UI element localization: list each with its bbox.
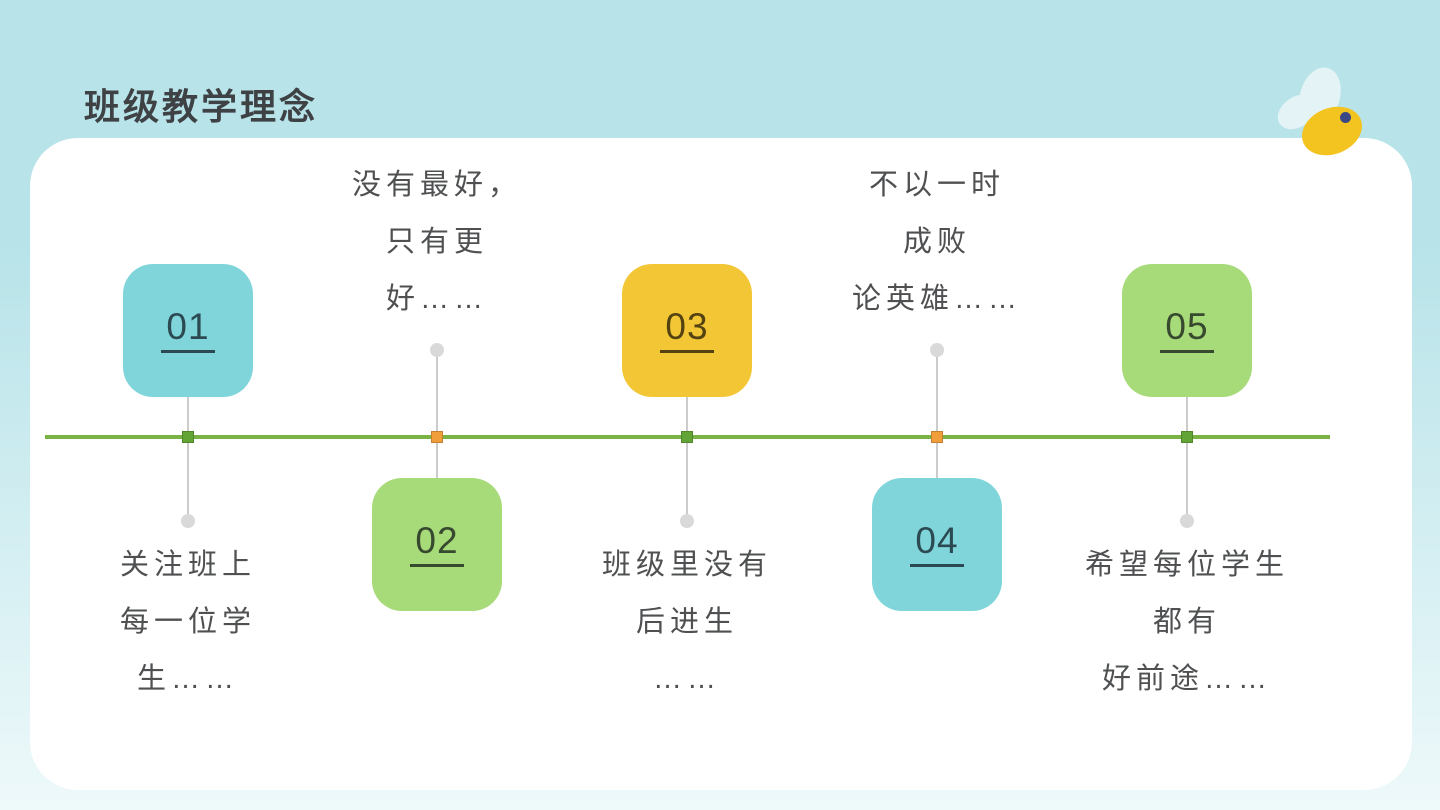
- connector-line: [686, 397, 688, 521]
- connector-dot: [1180, 514, 1194, 528]
- timeline-item-2: 02 没有最好， 只有更 好……: [307, 138, 567, 790]
- step-number: 01: [161, 308, 215, 353]
- step-caption: 班级里没有 后进生 ……: [557, 537, 817, 708]
- step-number: 04: [910, 522, 964, 567]
- step-number: 03: [660, 308, 714, 353]
- caption-line: 没有最好，: [351, 169, 522, 201]
- connector-line: [187, 397, 189, 521]
- step-number: 05: [1160, 308, 1214, 353]
- timeline-item-1: 01 关注班上 每一位学 生……: [58, 138, 318, 790]
- caption-line: 论英雄……: [851, 283, 1022, 315]
- caption-line: 不以一时: [868, 169, 1005, 201]
- timeline-tick: [1181, 431, 1193, 443]
- timeline-tick: [182, 431, 194, 443]
- connector-line: [436, 350, 438, 478]
- connector-line: [936, 350, 938, 478]
- caption-line: 只有更: [385, 226, 488, 258]
- caption-line: 都有: [1152, 606, 1221, 638]
- caption-line: 好前途……: [1101, 663, 1272, 695]
- step-number-box: 02: [372, 478, 502, 611]
- step-caption: 希望每位学生 都有 好前途……: [1057, 537, 1317, 708]
- step-number: 02: [410, 522, 464, 567]
- bee-eye-icon: [1340, 112, 1351, 123]
- caption-line: 希望每位学生: [1084, 549, 1289, 581]
- caption-line: 班级里没有: [601, 549, 772, 581]
- step-number-box: 05: [1122, 264, 1252, 397]
- step-caption: 没有最好， 只有更 好……: [307, 157, 567, 328]
- caption-line: 关注班上: [119, 549, 256, 581]
- connector-dot: [430, 343, 444, 357]
- caption-line: 后进生: [635, 606, 738, 638]
- timeline-item-5: 05 希望每位学生 都有 好前途……: [1057, 138, 1317, 790]
- caption-line: ……: [653, 663, 721, 695]
- timeline-tick: [931, 431, 943, 443]
- caption-line: 生……: [136, 663, 239, 695]
- connector-dot: [181, 514, 195, 528]
- timeline-item-4: 04 不以一时 成败 论英雄……: [807, 138, 1067, 790]
- content-card: 01 关注班上 每一位学 生…… 02 没有最好， 只有更 好……: [30, 138, 1412, 790]
- step-caption: 不以一时 成败 论英雄……: [807, 157, 1067, 328]
- bee-icon: [1270, 60, 1430, 170]
- page-title: 班级教学理念: [84, 86, 319, 127]
- step-number-box: 03: [622, 264, 752, 397]
- connector-line: [1186, 397, 1188, 521]
- step-number-box: 01: [123, 264, 253, 397]
- caption-line: 每一位学: [119, 606, 256, 638]
- timeline-item-3: 03 班级里没有 后进生 ……: [557, 138, 817, 790]
- caption-line: 成败: [902, 226, 971, 258]
- connector-dot: [680, 514, 694, 528]
- timeline-tick: [681, 431, 693, 443]
- step-number-box: 04: [872, 478, 1002, 611]
- caption-line: 好……: [385, 283, 488, 315]
- step-caption: 关注班上 每一位学 生……: [58, 537, 318, 708]
- connector-dot: [930, 343, 944, 357]
- timeline-tick: [431, 431, 443, 443]
